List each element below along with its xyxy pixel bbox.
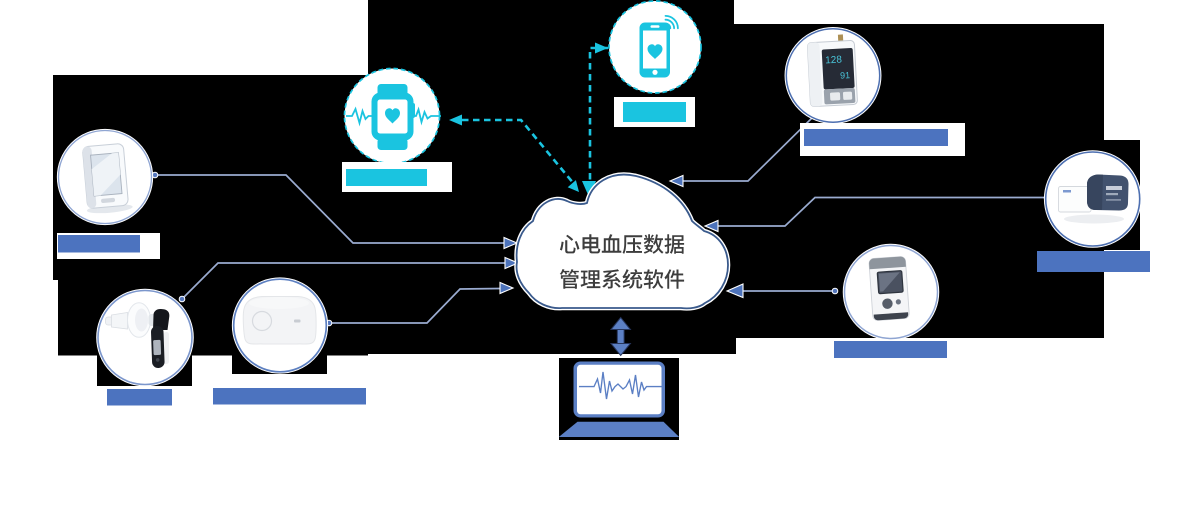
svg-text:128: 128 [825,54,843,66]
svg-text:91: 91 [840,70,851,81]
